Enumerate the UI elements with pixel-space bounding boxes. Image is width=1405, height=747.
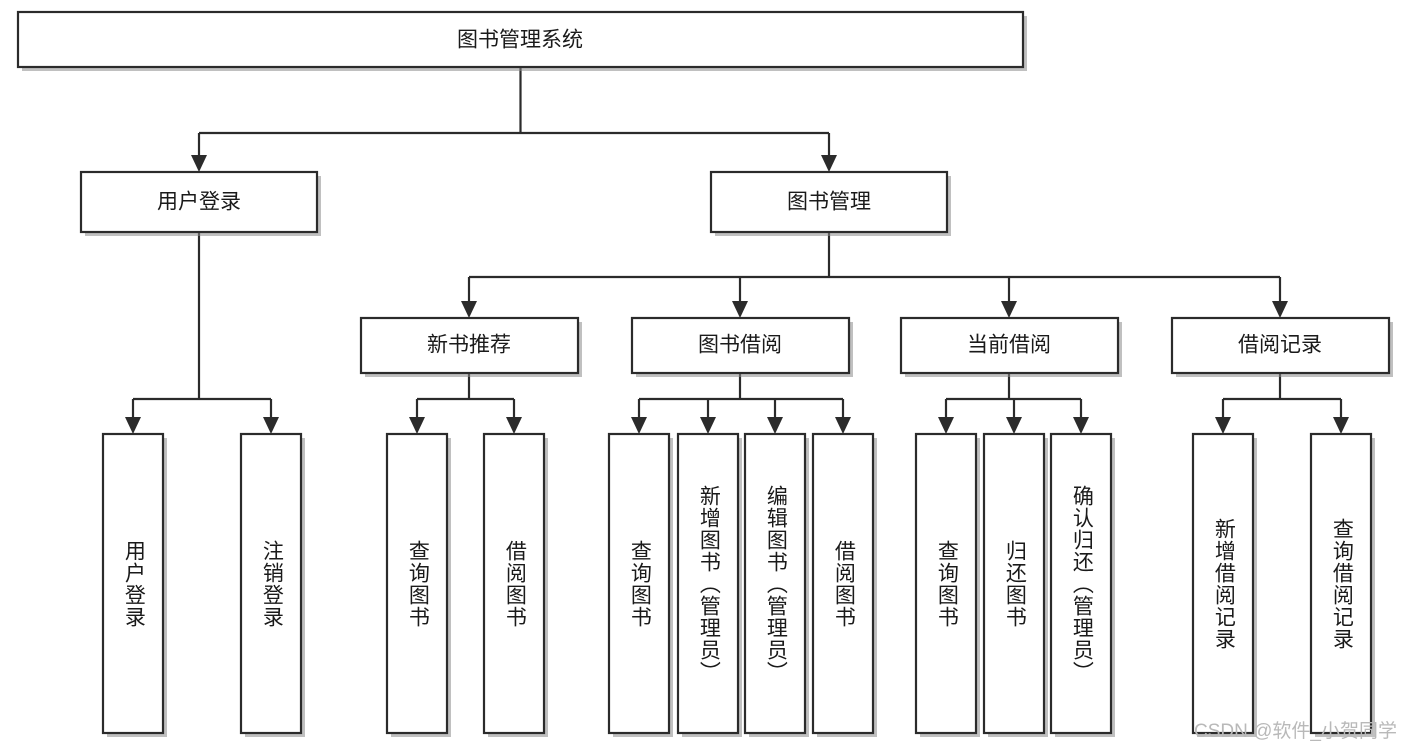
connector-group-book-mgmt (461, 232, 1288, 318)
new-book-recommend-box[interactable] (359, 316, 580, 375)
leaf-box-query-book-2[interactable] (607, 432, 671, 735)
leaf-box-query-book-1[interactable] (385, 432, 449, 735)
connector-group-user-login (125, 232, 279, 434)
arrow-cb-leaf-1 (938, 417, 954, 434)
arrow-nbr-leaf-2 (506, 417, 522, 434)
arrow-to-borrow-record (1272, 301, 1288, 318)
arrow-bb-leaf-1 (631, 417, 647, 434)
book-borrow-box[interactable] (630, 316, 851, 375)
arrow-to-new-book-rec (461, 301, 477, 318)
leaf-box-borrow-book-1[interactable] (482, 432, 546, 735)
current-borrow-box[interactable] (899, 316, 1120, 375)
leaf-box-user-login[interactable] (101, 432, 165, 735)
connector-group-new-book-rec (409, 373, 522, 434)
node-book-borrow[interactable]: 图书借阅 (630, 316, 853, 377)
connector-group-root (191, 67, 837, 172)
leaf-boxes-group (101, 432, 1375, 737)
arrow-to-book-mgmt (821, 155, 837, 172)
connector-group-current-borrow (938, 373, 1089, 434)
csdn-watermark: CSDN @软件_小贺同学 (1194, 721, 1397, 742)
arrow-to-book-borrow (732, 301, 748, 318)
borrow-record-label: 借阅记录 (1238, 334, 1322, 357)
leaf-box-add-borrow-record[interactable] (1191, 432, 1255, 735)
arrow-to-user-login-leaf (125, 417, 141, 434)
root-box[interactable] (16, 10, 1025, 69)
node-current-borrow[interactable]: 当前借阅 (899, 316, 1122, 377)
node-new-book-recommend[interactable]: 新书推荐 (359, 316, 582, 377)
user-login-label: 用户登录 (157, 191, 241, 214)
arrow-br-leaf-1 (1215, 417, 1231, 434)
book-management-box[interactable] (709, 170, 949, 234)
arrow-nbr-leaf-1 (409, 417, 425, 434)
arrow-br-leaf-2 (1333, 417, 1349, 434)
node-root-book-system[interactable]: 图书管理系统 (16, 10, 1027, 71)
node-user-login[interactable]: 用户登录 (79, 170, 321, 236)
arrow-cb-leaf-2 (1006, 417, 1022, 434)
new-book-recommend-label: 新书推荐 (427, 334, 511, 357)
arrow-bb-leaf-2 (700, 417, 716, 434)
node-book-management[interactable]: 图书管理 (709, 170, 951, 236)
node-borrow-record[interactable]: 借阅记录 (1170, 316, 1393, 377)
current-borrow-label: 当前借阅 (967, 334, 1051, 357)
borrow-record-box[interactable] (1170, 316, 1391, 375)
arrow-bb-leaf-4 (835, 417, 851, 434)
leaf-box-query-book-3[interactable] (914, 432, 978, 735)
book-borrow-label: 图书借阅 (698, 334, 782, 357)
leaf-box-add-book[interactable] (676, 432, 740, 735)
leaf-box-edit-book[interactable] (743, 432, 807, 735)
arrow-to-current-borrow (1001, 301, 1017, 318)
leaf-box-logout[interactable] (239, 432, 303, 735)
arrow-cb-leaf-3 (1073, 417, 1089, 434)
user-login-box[interactable] (79, 170, 319, 234)
leaf-box-borrow-book-2[interactable] (811, 432, 875, 735)
leaf-box-query-borrow-record[interactable] (1309, 432, 1373, 735)
connector-group-book-borrow (631, 373, 851, 434)
arrow-to-logout-leaf (263, 417, 279, 434)
arrow-to-user-login (191, 155, 207, 172)
leaf-box-return-book[interactable] (982, 432, 1046, 735)
leaf-box-confirm-return[interactable] (1049, 432, 1113, 735)
arrow-bb-leaf-3 (767, 417, 783, 434)
root-label: 图书管理系统 (457, 29, 583, 52)
book-management-label: 图书管理 (787, 191, 871, 214)
connector-group-borrow-record (1215, 373, 1349, 434)
